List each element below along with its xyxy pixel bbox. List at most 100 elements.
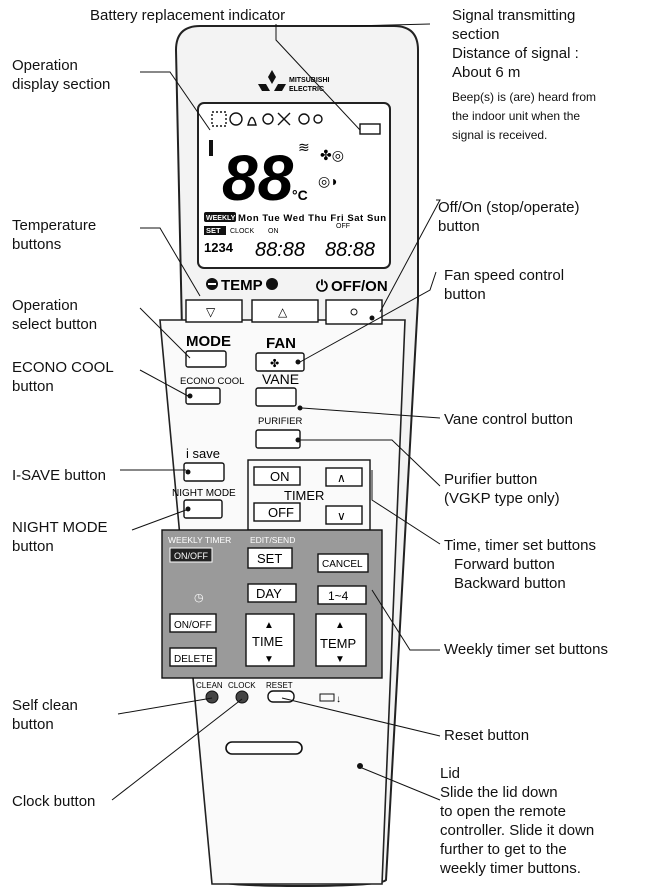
set-button[interactable] — [247, 547, 293, 569]
one-four-label: 1~4 — [328, 589, 349, 603]
svg-text:△: △ — [278, 305, 288, 319]
timer-on-label: ON — [270, 469, 290, 484]
battery-slot-icon — [319, 693, 335, 702]
brand-line1: MITSUBISHI — [289, 77, 330, 84]
vane-icon: ◎◗ — [318, 173, 339, 189]
brand-line2: ELECTRIC — [289, 86, 324, 93]
clock-small-icon: ◷ — [194, 592, 204, 604]
vane-button[interactable] — [255, 387, 297, 407]
callout-offon: Off/On (stop/operate)button — [438, 199, 580, 235]
fan-button[interactable] — [255, 352, 305, 372]
one-four-button[interactable] — [317, 585, 367, 605]
weekly-badge: WEEKLY — [206, 215, 236, 222]
lid-handle — [225, 741, 303, 755]
power-icon: ⏻ — [316, 278, 328, 295]
signal-icon: ≋ — [298, 139, 310, 155]
purifier-label: PURIFIER — [258, 416, 302, 427]
svg-text:∧: ∧ — [337, 471, 346, 485]
timer-label: TIMER — [284, 488, 324, 503]
clock-button-label: CLOCK — [228, 681, 256, 690]
isave-label: i save — [186, 446, 220, 461]
reset-label: RESET — [266, 681, 293, 690]
weekly-onoff-label: ON/OFF — [174, 551, 208, 561]
program-numbers: 1234 — [204, 240, 234, 255]
weekly-badge-box — [204, 212, 236, 222]
weekly-onoff2-button[interactable] — [169, 613, 217, 633]
lid-dot — [357, 763, 363, 769]
temp-down-button[interactable] — [185, 299, 243, 323]
offon-button[interactable] — [325, 299, 383, 325]
fan-speed-icon: ✤◎ — [320, 147, 344, 163]
mode-button[interactable] — [185, 350, 227, 368]
svg-text:▽: ▽ — [206, 305, 216, 319]
timer-off-button[interactable] — [253, 502, 301, 522]
clean-label: CLEAN — [196, 681, 223, 690]
econo-label: ECONO COOL — [180, 376, 244, 387]
clock-button[interactable] — [235, 690, 249, 704]
timer-on-button[interactable] — [253, 466, 301, 486]
temp2-label: TEMP — [320, 636, 356, 651]
callout-battery: Battery replacement indicator — [90, 7, 286, 24]
svg-text:▼: ▼ — [264, 654, 274, 665]
on-label: ON — [268, 228, 279, 235]
callout-reset: Reset button — [444, 727, 530, 744]
delete-label: DELETE — [174, 654, 213, 665]
time-label: TIME — [252, 634, 283, 649]
timer-backward-button[interactable] — [325, 505, 363, 525]
leader-lines — [111, 23, 441, 801]
mitsubishi-logo — [258, 70, 286, 91]
temp-up-button[interactable] — [251, 299, 319, 323]
set-label: SET — [257, 551, 282, 566]
display-temp: 88 — [222, 142, 294, 214]
day-button[interactable] — [247, 583, 297, 603]
callout-clock: Clock button — [12, 793, 96, 810]
time-button[interactable] — [245, 613, 295, 667]
timer-forward-button[interactable] — [325, 467, 363, 487]
vane-label: VANE — [262, 371, 299, 387]
weekly-onoff-button[interactable] — [169, 547, 213, 563]
mode-label: MODE — [186, 333, 231, 350]
thermometer-icon — [209, 140, 213, 156]
svg-text:✤: ✤ — [270, 358, 279, 370]
night-button[interactable] — [183, 499, 223, 519]
callout-isave: I-SAVE button — [12, 467, 106, 484]
svg-text:∨: ∨ — [337, 509, 346, 523]
purifier-button[interactable] — [255, 429, 301, 449]
day-label: DAY — [256, 586, 282, 601]
svg-text:▲: ▲ — [264, 620, 274, 631]
cancel-button[interactable] — [317, 553, 369, 573]
timer-off-label: OFF — [268, 505, 294, 520]
clean-button[interactable] — [205, 690, 219, 704]
svg-text:▲: ▲ — [335, 620, 345, 631]
off-label: OFF — [336, 223, 350, 230]
arrow-down-icon: ↓ — [336, 694, 341, 705]
econo-button[interactable] — [185, 387, 221, 405]
callout-purifier: Purifier button(VGKP type only) — [444, 471, 560, 507]
isave-button[interactable] — [183, 462, 225, 482]
mode-icons — [211, 111, 323, 127]
edit-send-label: EDIT/SEND — [250, 535, 295, 545]
offon-label: OFF/ON — [331, 278, 388, 295]
temp2-button[interactable] — [315, 613, 367, 667]
display-unit: °C — [292, 187, 308, 203]
night-label: NIGHT MODE — [172, 488, 236, 499]
display-time2: 88:88 — [325, 239, 375, 261]
temp-label: TEMP — [221, 277, 263, 294]
callout-vane: Vane control button — [444, 411, 573, 428]
fan-label: FAN — [266, 335, 296, 352]
plus-icon — [266, 278, 278, 290]
delete-button[interactable] — [169, 647, 217, 667]
weekly-onoff2-label: ON/OFF — [174, 620, 212, 631]
